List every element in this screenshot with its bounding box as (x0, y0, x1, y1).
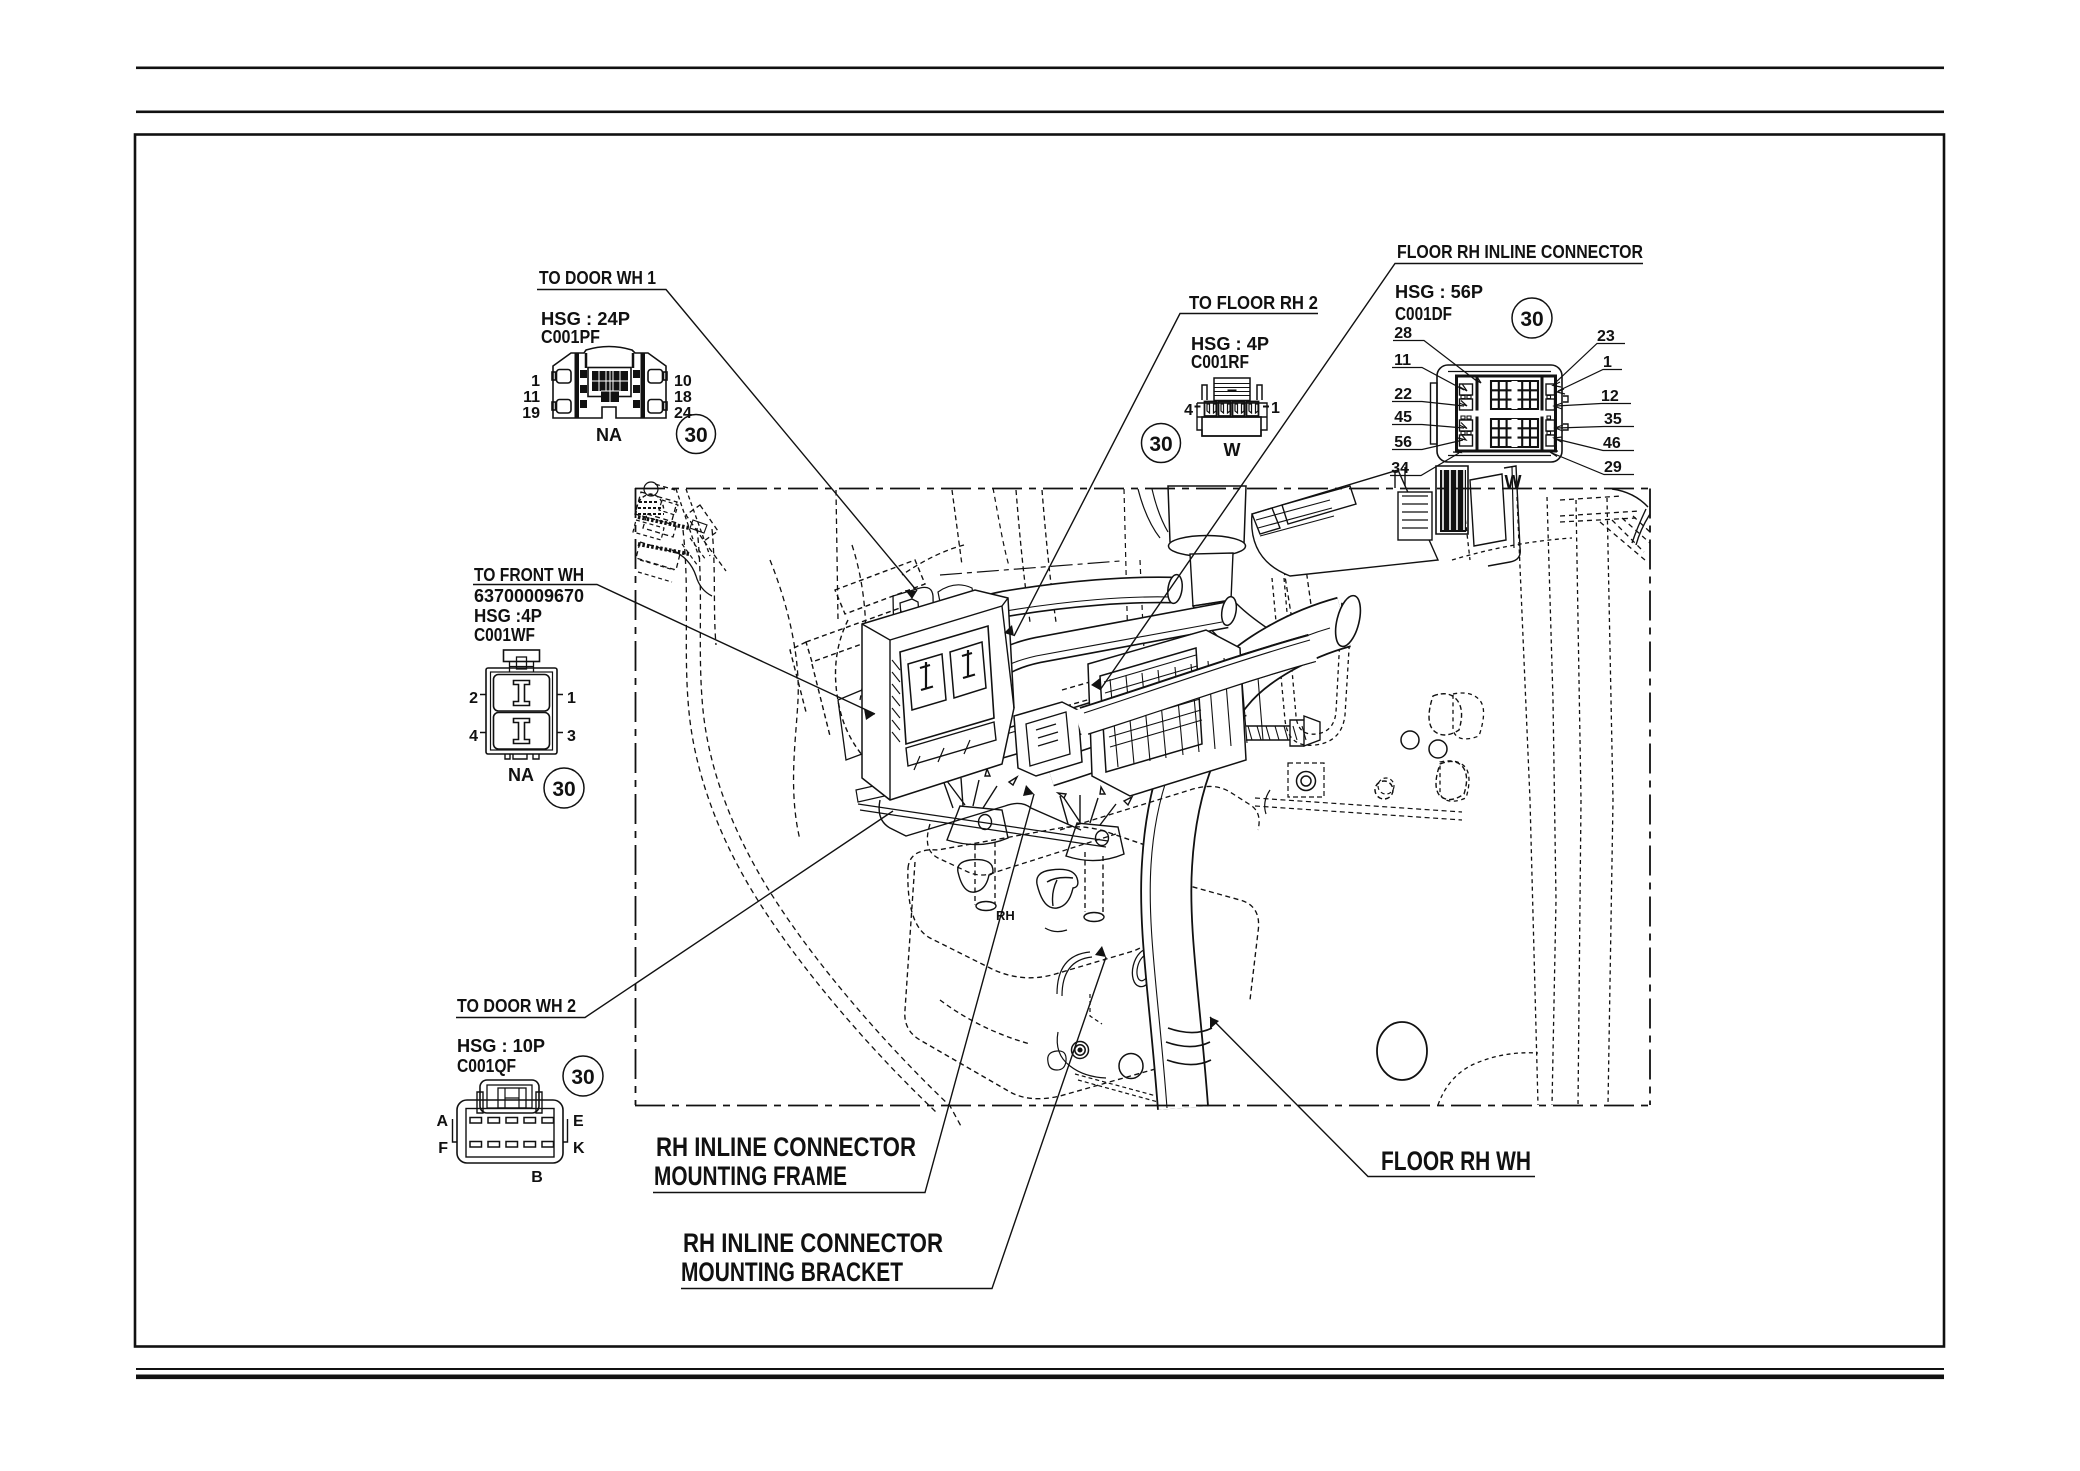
svg-text:4: 4 (469, 728, 478, 745)
svg-text:12: 12 (1601, 388, 1619, 405)
svg-text:46: 46 (1603, 435, 1621, 452)
svg-text:11: 11 (523, 389, 540, 406)
svg-text:W: W (1224, 440, 1241, 460)
svg-text:C001DF: C001DF (1395, 304, 1452, 324)
svg-text:1: 1 (1603, 354, 1612, 371)
svg-text:29: 29 (1604, 459, 1622, 476)
svg-text:TO DOOR WH 1: TO DOOR WH 1 (539, 268, 656, 288)
svg-text:F: F (438, 1140, 448, 1157)
svg-text:K: K (573, 1140, 585, 1157)
svg-text:FLOOR RH INLINE CONNECTOR: FLOOR RH INLINE CONNECTOR (1397, 242, 1643, 262)
svg-text:C001QF: C001QF (457, 1056, 516, 1076)
svg-text:35: 35 (1604, 411, 1622, 428)
svg-text:10: 10 (674, 373, 692, 390)
svg-text:56: 56 (1394, 434, 1412, 451)
svg-text:E: E (573, 1113, 584, 1130)
svg-text:23: 23 (1597, 328, 1615, 345)
svg-text:RH INLINE CONNECTOR: RH INLINE CONNECTOR (683, 1228, 943, 1258)
svg-text:RH: RH (996, 908, 1015, 923)
svg-text:28: 28 (1394, 325, 1412, 342)
svg-text:22: 22 (1394, 386, 1412, 403)
svg-text:NA: NA (508, 765, 534, 785)
svg-text:24: 24 (674, 405, 692, 422)
svg-text:HSG : 10P: HSG : 10P (457, 1036, 545, 1056)
svg-text:1: 1 (531, 373, 540, 390)
svg-text:30: 30 (684, 424, 707, 447)
svg-text:NA: NA (596, 425, 622, 445)
svg-text:34: 34 (1391, 460, 1409, 477)
svg-text:C001WF: C001WF (474, 625, 535, 645)
svg-text:TO FLOOR RH 2: TO FLOOR RH 2 (1189, 293, 1318, 313)
svg-text:HSG : 4P: HSG : 4P (1191, 334, 1269, 354)
svg-text:TO FRONT WH: TO FRONT WH (474, 565, 584, 585)
svg-text:W: W (1505, 472, 1522, 492)
svg-text:HSG : 56P: HSG : 56P (1395, 282, 1483, 302)
svg-text:3: 3 (567, 728, 576, 745)
svg-text:HSG :4P: HSG :4P (474, 606, 542, 626)
svg-text:63700009670: 63700009670 (474, 586, 584, 606)
svg-text:A: A (436, 1113, 448, 1130)
svg-text:18: 18 (674, 389, 692, 406)
svg-text:30: 30 (1520, 308, 1543, 331)
svg-text:RH INLINE CONNECTOR: RH INLINE CONNECTOR (656, 1132, 916, 1162)
svg-text:FLOOR RH WH: FLOOR RH WH (1381, 1146, 1531, 1176)
svg-text:30: 30 (571, 1066, 594, 1089)
svg-text:1: 1 (1271, 400, 1280, 417)
svg-text:1: 1 (567, 690, 576, 707)
svg-text:C001RF: C001RF (1191, 352, 1249, 372)
svg-text:45: 45 (1394, 409, 1412, 426)
svg-text:MOUNTING BRACKET: MOUNTING BRACKET (681, 1257, 903, 1287)
svg-text:HSG : 24P: HSG : 24P (541, 309, 630, 329)
svg-text:MOUNTING FRAME: MOUNTING FRAME (654, 1161, 847, 1191)
svg-text:30: 30 (1149, 433, 1172, 456)
svg-text:11: 11 (1394, 352, 1411, 369)
svg-text:4: 4 (1184, 402, 1193, 419)
svg-text:30: 30 (552, 778, 575, 801)
svg-text:19: 19 (522, 405, 540, 422)
svg-text:TO DOOR WH 2: TO DOOR WH 2 (457, 996, 576, 1016)
svg-text:B: B (531, 1169, 543, 1186)
svg-text:2: 2 (469, 690, 478, 707)
svg-text:C001PF: C001PF (541, 327, 600, 347)
